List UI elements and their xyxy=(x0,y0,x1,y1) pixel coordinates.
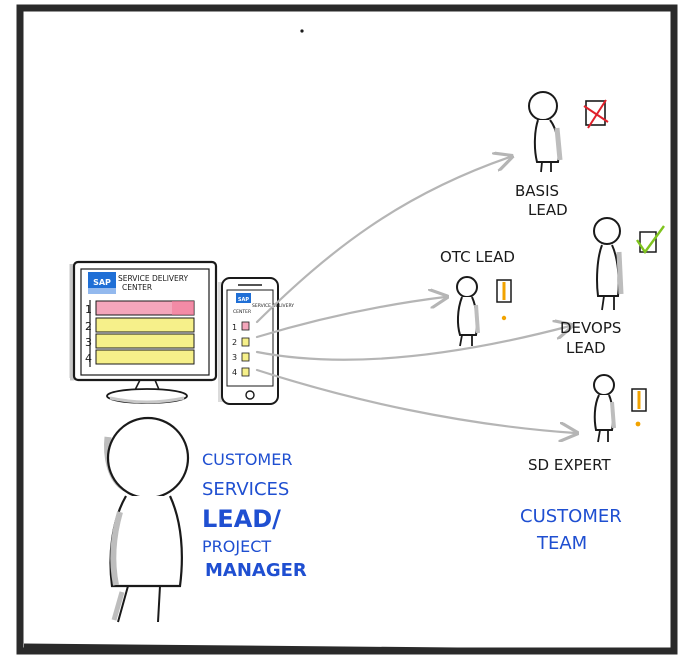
phone-rows: 1 2 3 4 xyxy=(232,321,250,377)
otc-lead-person xyxy=(456,276,480,347)
sap-logo-text: SAP xyxy=(93,278,111,287)
customer-team-label-line2: TEAM xyxy=(536,533,587,554)
phone-row-3 xyxy=(241,352,250,362)
monitor-title-line1: SERVICE DELIVERY xyxy=(118,274,189,283)
phone-row-num-4: 4 xyxy=(232,368,237,377)
devops-lead-label-line1: DEVOPS xyxy=(560,319,621,337)
arrows xyxy=(255,157,575,433)
pm-label-line2: SERVICES xyxy=(202,479,289,500)
sap-logo: SAP xyxy=(88,272,116,294)
monitor-title-line2: CENTER xyxy=(122,283,152,292)
phone-sap-logo-text: SAP xyxy=(238,297,249,303)
pm-label-line3: LEAD/ xyxy=(202,505,281,533)
arrow-to-otc-lead xyxy=(255,297,445,339)
sd-expert-person xyxy=(593,374,616,443)
pm-label-line5: MANAGER xyxy=(205,560,307,581)
monitor-row-4 xyxy=(95,349,195,365)
monitor-rows: 1 2 3 4 xyxy=(85,300,195,367)
arrow-to-devops-lead xyxy=(255,326,570,361)
desktop-monitor: SAP SERVICE DELIVERY CENTER 1 2 3 4 xyxy=(69,260,218,404)
phone-row-num-2: 2 xyxy=(232,338,237,347)
pm-label-line4: PROJECT xyxy=(202,537,271,556)
phone-row-num-1: 1 xyxy=(232,323,237,332)
monitor-row-num-3: 3 xyxy=(85,336,92,349)
project-manager-person xyxy=(104,416,190,623)
monitor-row-num-2: 2 xyxy=(85,320,92,333)
arrow-to-sd-expert xyxy=(255,368,575,433)
mobile-phone: SAP SERVICE DELIVERY CENTER 1 2 3 4 xyxy=(218,277,294,405)
sd-expert-alert-icon xyxy=(631,388,647,427)
monitor-row-num-4: 4 xyxy=(85,352,92,365)
otc-lead-alert-icon xyxy=(496,279,512,321)
phone-row-1 xyxy=(241,321,250,331)
phone-row-4 xyxy=(241,367,250,377)
pm-label-line1: CUSTOMER xyxy=(202,450,292,469)
otc-lead-label: OTC LEAD xyxy=(440,248,515,266)
customer-team-label-line1: CUSTOMER xyxy=(520,506,622,527)
devops-lead-person xyxy=(593,217,624,311)
phone-row-num-3: 3 xyxy=(232,353,237,362)
basis-lead-label-line1: BASIS xyxy=(515,182,559,200)
phone-sap-logo: SAP xyxy=(236,293,251,303)
basis-lead-person xyxy=(528,91,563,173)
basis-lead-cross-icon xyxy=(583,99,609,129)
ink-dot xyxy=(300,29,304,33)
monitor-row-num-1: 1 xyxy=(85,303,92,316)
arrow-to-basis-lead xyxy=(255,157,510,324)
basis-lead-label-line2: LEAD xyxy=(528,201,568,219)
monitor-row-3 xyxy=(95,333,195,349)
devops-lead-label-line2: LEAD xyxy=(566,339,606,357)
phone-title-line2: CENTER xyxy=(233,309,251,315)
monitor-row-2 xyxy=(95,317,195,333)
devops-lead-check-icon xyxy=(636,225,665,255)
phone-row-2 xyxy=(241,337,250,347)
sd-expert-label: SD EXPERT xyxy=(528,456,611,474)
